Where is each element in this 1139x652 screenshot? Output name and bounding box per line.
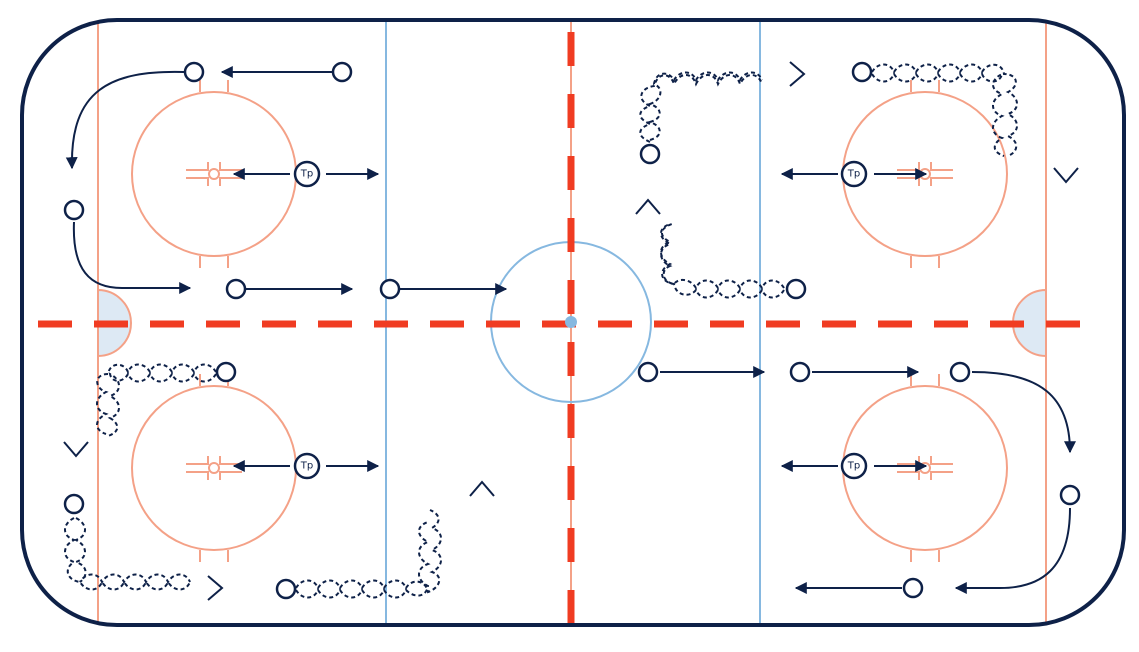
center-dot <box>565 316 577 328</box>
player-marker <box>785 278 807 300</box>
tp-label: Tp <box>300 169 313 180</box>
player-marker <box>215 361 237 383</box>
skate-arrowhead <box>635 198 661 215</box>
skate-path <box>295 509 442 594</box>
player-marker <box>637 361 659 383</box>
skate-path <box>107 371 217 437</box>
skate-path <box>660 223 785 291</box>
skate-path <box>72 517 191 585</box>
player-marker <box>902 577 924 599</box>
player-marker <box>639 143 661 165</box>
skate-path <box>646 71 763 141</box>
skate-arrowhead <box>469 480 495 497</box>
player-marker <box>1059 484 1081 506</box>
player-marker <box>379 278 401 300</box>
skate-arrowhead <box>1053 167 1079 184</box>
player-marker <box>331 61 353 83</box>
skate-arrowhead <box>207 575 224 601</box>
skate-arrowhead <box>63 441 89 458</box>
skate-arrowhead <box>789 61 806 87</box>
player-marker <box>949 361 971 383</box>
player-marker <box>225 278 247 300</box>
pass-arrow <box>971 371 1076 454</box>
tp-marker-top-right: Tp <box>840 160 868 188</box>
player-marker <box>183 61 205 83</box>
player-marker <box>789 361 811 383</box>
player-marker <box>851 61 873 83</box>
pass-arrow <box>954 507 1071 594</box>
player-marker <box>63 493 85 515</box>
tp-marker-top-left: Tp <box>293 160 321 188</box>
skate-path <box>871 71 1005 157</box>
tp-marker-bottom-right: Tp <box>840 452 868 480</box>
pass-arrow <box>65 70 185 170</box>
tp-label: Tp <box>847 461 860 472</box>
skate-path <box>295 521 431 599</box>
rink-boards <box>20 18 1126 627</box>
tp-label: Tp <box>847 169 860 180</box>
player-marker <box>63 199 85 221</box>
player-marker <box>275 578 297 600</box>
tp-marker-bottom-left: Tp <box>293 452 321 480</box>
skate-path <box>660 223 785 299</box>
pass-arrow <box>72 221 192 294</box>
skate-path <box>639 74 763 143</box>
tp-label: Tp <box>300 461 313 472</box>
